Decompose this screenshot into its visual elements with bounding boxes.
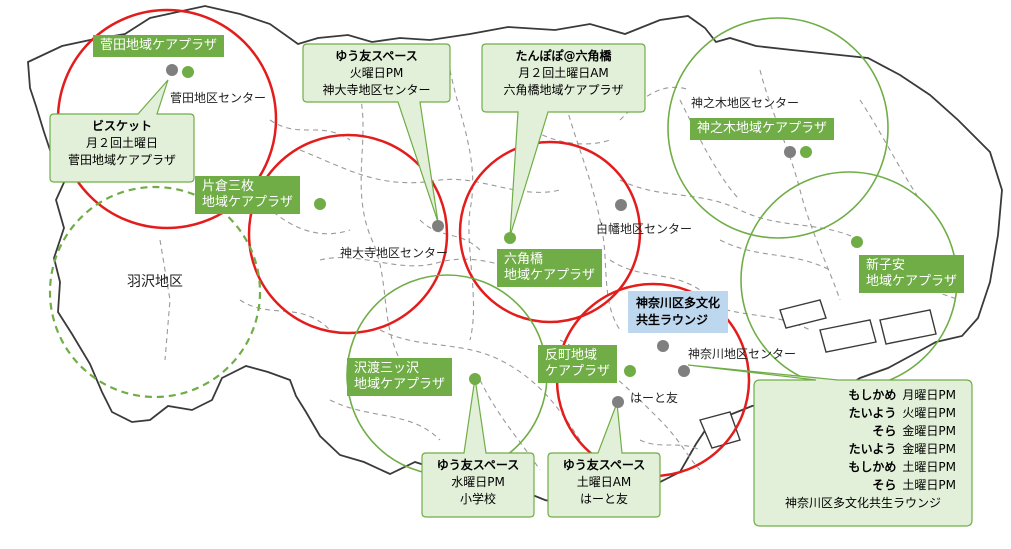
- callout-tanpopo: [481, 43, 646, 237]
- callout-yuutomo-kadaiji-title: ゆう友スペース: [335, 49, 418, 63]
- care-plaza-label-kaminoki: 神之木地域ケアプラザ: [690, 118, 835, 140]
- callout-yuutomo-school-schedule: 水曜日PM: [451, 475, 505, 489]
- center-dot-shirahata: [615, 199, 627, 211]
- callout-biscuit-text: ビスケット 月２回土曜日 菅田地域ケアプラザ: [50, 114, 194, 182]
- care-plaza-label-tammachi: 反町地域ケアプラザ: [538, 345, 618, 383]
- callout-biscuit-venue: 菅田地域ケアプラザ: [67, 153, 176, 167]
- haatomo-dot: [612, 396, 624, 408]
- lounge-dot: [657, 340, 669, 352]
- care-plaza-label-rokkakubashi: 六角橋地域ケアプラザ: [497, 249, 603, 287]
- district-center-label-shirahata: 白幡地区センター: [596, 222, 693, 236]
- callout-yuutomo-haato: [547, 402, 661, 518]
- callout-yuutomo-haato-schedule: 土曜日AM: [576, 475, 632, 489]
- schedule-footer: 神奈川区多文化共生ラウンジ: [784, 496, 941, 510]
- plaza-dot-katakura: [314, 198, 326, 210]
- plaza-dot-sugeta: [182, 66, 194, 78]
- schedule-row: たいよう金曜日PM: [848, 442, 956, 456]
- center-dot-kadaiji: [432, 220, 444, 232]
- area-label-hazawa: 羽沢地区: [127, 274, 183, 290]
- center-dot-kanagawa: [678, 365, 690, 377]
- center-dot-sugeta: [166, 64, 178, 76]
- callout-shapes: [49, 43, 973, 527]
- callout-yuutomo-school-title: ゆう友スペース: [436, 458, 520, 472]
- callout-tanpopo-venue: 六角橋地域ケアプラザ: [503, 83, 624, 97]
- callout-yuutomo-kadaiji-venue: 神大寺地区センター: [322, 83, 431, 97]
- callout-tanpopo-title: たんぽぽ@六角橋: [515, 49, 612, 63]
- care-plaza-label-katakura: 片倉三枚地域ケアプラザ: [195, 176, 301, 214]
- ring-hazawa: [48, 185, 262, 399]
- schedule-row: もしかめ土曜日PM: [848, 460, 956, 474]
- district-center-label-kaminoki: 神之木地区センター: [691, 96, 800, 110]
- callout-biscuit-schedule: 月２回土曜日: [85, 136, 158, 150]
- callout-yuutomo-school-venue: 小学校: [459, 492, 496, 506]
- harbor-piers: [699, 299, 937, 449]
- callout-yuutomo-school: [421, 377, 535, 518]
- callout-tanpopo-text: たんぽぽ@六角橋 月２回土曜日AM 六角橋地域ケアプラザ: [482, 44, 645, 112]
- callout-yuutomo-kadaiji-text: ゆう友スペース 火曜日PM 神大寺地区センター: [303, 44, 450, 102]
- lounge-schedule-text: もしかめ月曜日PM たいよう火曜日PM そら金曜日PM たいよう金曜日PM もし…: [754, 386, 972, 522]
- callout-biscuit: [49, 79, 195, 183]
- district-center-label-sugeta: 菅田地区センター: [170, 91, 267, 105]
- schedule-row: そら金曜日PM: [872, 424, 956, 438]
- callout-yuutomo-haato-text: ゆう友スペース 土曜日AM はーと友: [548, 453, 660, 517]
- center-dot-kaminoki: [784, 146, 796, 158]
- callout-yuutomo-school-text: ゆう友スペース 水曜日PM 小学校: [422, 453, 534, 517]
- facility-dots: [166, 64, 863, 408]
- callout-yuutomo-haato-title: ゆう友スペース: [562, 458, 646, 472]
- care-plaza-label-sugeta: 菅田地域ケアプラザ: [93, 35, 225, 57]
- callout-lounge-schedule: [687, 364, 973, 527]
- plaza-dot-shinkoyasu: [851, 236, 863, 248]
- ring-kaminoki: [667, 17, 889, 239]
- schedule-row: そら土曜日PM: [872, 478, 956, 492]
- callout-tanpopo-schedule: 月２回土曜日AM: [518, 66, 609, 80]
- plaza-dot-sawatari: [469, 373, 481, 385]
- district-center-label-kanagawa: 神奈川地区センター: [688, 347, 797, 361]
- care-plaza-label-sawatari: 沢渡三ッ沢地域ケアプラザ: [347, 358, 453, 396]
- callout-yuutomo-kadaiji-schedule: 火曜日PM: [349, 66, 404, 80]
- plaza-dot-tammachi: [624, 365, 636, 377]
- plaza-dot-kaminoki: [800, 146, 812, 158]
- ring-rokkakubashi: [458, 140, 642, 324]
- schedule-row: もしかめ月曜日PM: [848, 388, 956, 402]
- district-center-label-kadaiji: 神大寺地区センター: [340, 246, 449, 260]
- schedule-row: たいよう火曜日PM: [848, 406, 956, 420]
- ring-kadaiji: [247, 133, 449, 335]
- plaza-dot-rokkakubashi: [504, 232, 516, 244]
- care-plaza-label-shinkoyasu: 新子安地域ケアプラザ: [859, 255, 965, 293]
- area-label-haatomo: はーと友: [630, 391, 679, 405]
- callout-yuutomo-haato-venue: はーと友: [579, 492, 628, 506]
- lounge-label: 神奈川区多文化共生ラウンジ: [628, 291, 729, 333]
- callout-biscuit-title: ビスケット: [91, 119, 152, 133]
- callout-yuutomo-kadaiji: [302, 43, 451, 223]
